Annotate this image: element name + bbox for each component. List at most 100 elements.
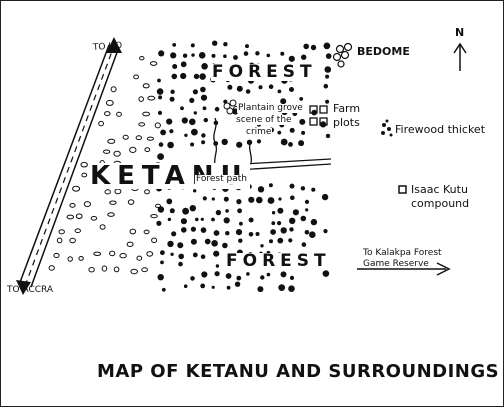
forest-dot: [309, 231, 316, 238]
forest-dot: [304, 199, 310, 204]
village-circle: [90, 216, 98, 221]
village-circle: [138, 96, 144, 102]
forest-dot: [260, 275, 265, 280]
forest-dot: [223, 217, 230, 224]
forest-dot: [323, 229, 328, 234]
forest-dot: [277, 130, 282, 135]
forest-dot: [289, 217, 296, 224]
village-circle: [81, 172, 88, 178]
road-centre-dashes: [24, 45, 115, 287]
forest-dot: [190, 276, 195, 281]
village-circle: [136, 255, 143, 261]
forest-dot: [245, 44, 249, 49]
village-circle: [75, 213, 83, 219]
forest-dot: [225, 209, 229, 213]
forest-dot: [255, 196, 263, 204]
forest-dot: [161, 287, 166, 292]
forest-dot: [325, 53, 332, 59]
village-circle: [149, 61, 158, 66]
label-plantain-line2: scene of the: [235, 115, 293, 125]
forest-dot: [166, 118, 173, 125]
forest-dot: [190, 43, 195, 48]
forest-dot: [157, 274, 164, 281]
forest-dot: [158, 50, 165, 57]
forest-dot: [289, 183, 295, 189]
village-circle: [78, 256, 84, 261]
firewood-thicket-icon: [381, 119, 393, 137]
forest-dot: [271, 221, 276, 226]
village-circle: [88, 267, 95, 273]
village-circle: [133, 74, 140, 80]
village-circle: [80, 161, 88, 168]
forest-dot: [277, 237, 284, 244]
forest-dot: [299, 118, 306, 125]
forest-dot: [268, 84, 274, 89]
forest-dot: [266, 53, 271, 58]
label-plantain-line3: crime: [245, 127, 273, 137]
forest-dot: [234, 281, 241, 287]
forest-dot: [223, 42, 228, 47]
forest-dot: [227, 84, 233, 90]
label-isaac-line1: Isaac Kutu: [411, 183, 468, 196]
forest-dot: [288, 238, 293, 243]
trail-to-plantain: [213, 117, 218, 168]
forest-dot: [278, 284, 286, 291]
forest-dot: [289, 127, 295, 133]
forest-dot: [222, 242, 228, 249]
village-circle: [107, 138, 116, 144]
forest-dot: [270, 229, 276, 235]
forest-dot: [211, 53, 216, 58]
village-circle: [107, 212, 115, 217]
forest-dot: [203, 117, 208, 123]
forest-dot: [215, 209, 222, 216]
forest-dot: [157, 110, 163, 115]
forest-dot: [248, 217, 254, 223]
forest-dot: [157, 78, 161, 83]
forest-dot: [278, 197, 282, 201]
village-circle: [69, 237, 76, 244]
label-farm-line1: Farm: [333, 102, 361, 115]
village-circle: [104, 189, 111, 195]
forest-dot: [277, 89, 282, 94]
forest-dot: [323, 42, 331, 50]
forest-dot: [225, 273, 232, 279]
forest-dot: [170, 89, 175, 95]
village-circle: [126, 241, 134, 248]
forest-dot: [238, 238, 243, 243]
forest-dot: [201, 133, 206, 138]
bedome-cluster-icon: [332, 42, 353, 68]
forest-dot: [192, 252, 198, 258]
forest-dot: [211, 217, 215, 222]
village-circle: [109, 250, 116, 257]
forest-dot: [172, 64, 178, 69]
forest-dot: [201, 63, 208, 70]
village-circle: [74, 228, 82, 233]
forest-dot: [190, 226, 196, 232]
road-line-left: [18, 44, 110, 286]
forest-dot: [277, 221, 282, 226]
forest-dot: [321, 193, 329, 201]
village-circle: [99, 224, 106, 230]
forest-dot: [183, 284, 188, 289]
forest-dot: [300, 186, 306, 191]
village-circle: [110, 86, 117, 93]
forest-dot: [170, 252, 174, 256]
forest-dot: [271, 211, 276, 215]
forest-dot: [184, 133, 188, 137]
forest-dot: [300, 215, 307, 222]
forest-dot: [255, 51, 260, 56]
village-circle: [144, 147, 151, 153]
forest-dot: [177, 242, 184, 249]
forest-dot: [257, 186, 265, 193]
forest-dot: [214, 271, 220, 277]
forest-dot: [269, 239, 273, 244]
forest-dot: [180, 61, 187, 68]
village-circle: [53, 252, 60, 259]
forest-dot: [236, 141, 243, 148]
forest-dot: [200, 86, 206, 93]
forest-dot: [280, 98, 287, 105]
forest-dot: [325, 74, 330, 79]
village-circle: [135, 135, 143, 141]
village-circle: [101, 265, 108, 272]
village-circle: [151, 237, 158, 244]
